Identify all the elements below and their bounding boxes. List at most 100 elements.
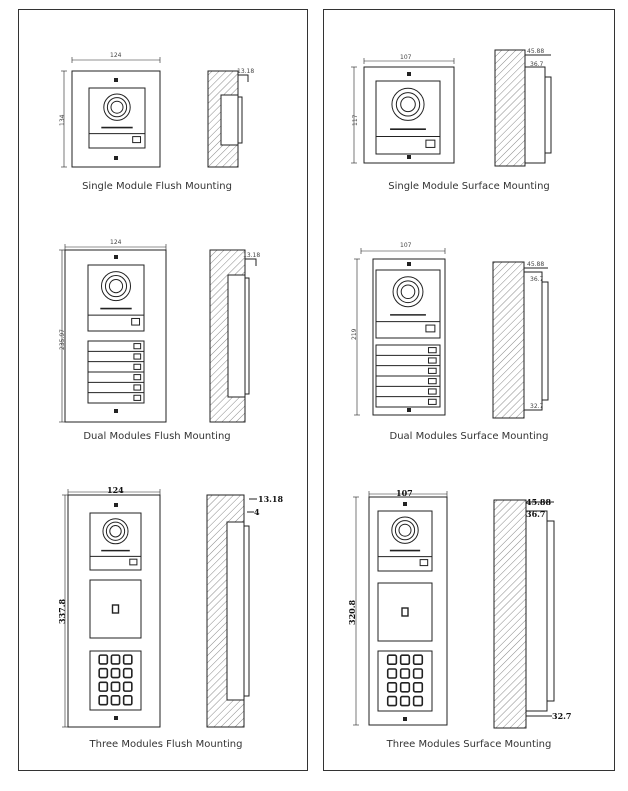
three-flush-key xyxy=(98,695,109,706)
caption-three-surface: Three Modules Surface Mounting xyxy=(386,739,552,750)
three-surface-key xyxy=(399,695,411,707)
dual-surface-name-button xyxy=(427,347,437,354)
three-surface-screw-top xyxy=(403,502,407,506)
three-surface-key xyxy=(386,668,398,679)
three-surface-card-icon xyxy=(401,607,409,617)
single-surface-side-body xyxy=(524,66,546,164)
dim-single-flush-width: 124 xyxy=(110,52,122,59)
three-flush-camera-module xyxy=(89,512,142,571)
three-flush-screw-top xyxy=(114,503,118,507)
single-flush-camera-ring-outer xyxy=(103,93,131,121)
three-surface-key xyxy=(412,654,424,666)
three-flush-key xyxy=(110,654,121,665)
three-surface-keypad-module xyxy=(377,650,433,712)
single-flush-frame xyxy=(71,70,161,168)
dual-flush-camera-module xyxy=(87,264,145,332)
panel-flush-mounting xyxy=(18,9,308,771)
dual-flush-call-button xyxy=(131,317,141,326)
three-flush-camera-lens xyxy=(109,525,122,538)
dual-surface-name-button xyxy=(427,357,437,364)
dual-surface-camera-ring-inner xyxy=(396,280,420,304)
three-flush-screw-bottom xyxy=(114,716,118,720)
three-surface-camera-ring-inner xyxy=(394,520,416,541)
three-flush-key xyxy=(110,667,121,679)
dim-three-surface-bottom: 32.7 xyxy=(552,711,572,721)
dual-flush-frame xyxy=(64,249,167,423)
three-surface-camera-module xyxy=(377,510,433,572)
three-surface-call-button xyxy=(419,559,429,567)
dim-single-surface-height: 117 xyxy=(352,114,359,126)
three-surface-key xyxy=(399,681,411,693)
dim-three-flush-height: 337.8 xyxy=(57,598,67,624)
dual-surface-name-button xyxy=(427,378,437,385)
single-surface-screw-top xyxy=(407,72,411,76)
dual-flush-camera-lens xyxy=(108,279,124,294)
dual-surface-name-button xyxy=(427,388,437,395)
dim-three-flush-depth: 13.18 xyxy=(258,494,284,504)
dual-surface-camera-lens xyxy=(400,284,416,300)
three-surface-camera-ring-outer xyxy=(391,516,419,544)
dual-flush-name-button xyxy=(133,384,142,391)
dual-surface-screw-top xyxy=(407,262,411,266)
dual-flush-name-button xyxy=(133,343,142,350)
dim-dual-surface-depth: 45.88 xyxy=(527,261,545,268)
dual-surface-name-button xyxy=(427,398,437,405)
three-flush-camera-ring-inner xyxy=(105,521,126,541)
three-surface-card-module xyxy=(377,582,433,642)
dual-flush-screw-bottom xyxy=(114,409,118,413)
three-flush-camera-ring-outer xyxy=(102,518,129,545)
dual-flush-side-face xyxy=(244,277,250,395)
dim-three-flush-depth2: 4 xyxy=(254,507,260,517)
single-surface-screw-bottom xyxy=(407,155,411,159)
single-flush-camera-ring-inner xyxy=(106,97,128,118)
three-flush-key xyxy=(110,695,121,706)
three-flush-side-recess xyxy=(226,521,245,701)
three-flush-key xyxy=(98,681,109,692)
three-flush-call-button xyxy=(129,558,138,566)
single-flush-camera-lens xyxy=(110,100,124,114)
single-surface-camera-ring-outer xyxy=(391,87,425,121)
caption-single-surface: Single Module Surface Mounting xyxy=(388,181,550,192)
dim-three-surface-depth: 45.88 xyxy=(526,497,552,507)
single-surface-camera-module xyxy=(375,80,441,155)
dual-flush-depth-line xyxy=(245,258,257,266)
three-flush-card-icon xyxy=(111,604,120,614)
three-surface-key xyxy=(399,668,411,679)
single-surface-frame xyxy=(363,66,455,164)
caption-dual-flush: Dual Modules Flush Mounting xyxy=(83,431,231,442)
single-flush-screw-top xyxy=(114,78,118,82)
dim-three-surface-width: 107 xyxy=(396,488,413,498)
dim-single-surface-depth: 45.88 xyxy=(527,48,545,55)
caption-dual-surface: Dual Modules Surface Mounting xyxy=(389,431,549,442)
dual-surface-wall xyxy=(492,261,525,419)
three-flush-key xyxy=(110,681,121,692)
dual-flush-name-button xyxy=(133,374,142,381)
dual-flush-name-button xyxy=(133,363,142,370)
single-flush-side-recess xyxy=(220,94,239,146)
three-flush-keypad-module xyxy=(89,650,142,711)
three-surface-wall xyxy=(493,499,527,729)
single-surface-camera-ring-inner xyxy=(395,92,421,117)
dim-three-surface-depth2: 36.7 xyxy=(526,509,546,519)
dual-flush-camera-ring-inner xyxy=(104,275,128,298)
three-surface-key xyxy=(399,654,411,666)
dim-three-surface-height: 320.8 xyxy=(347,599,357,625)
single-surface-wall xyxy=(494,49,526,167)
dual-surface-camera-ring-outer xyxy=(392,276,424,308)
three-surface-camera-lens xyxy=(398,523,412,537)
three-surface-frame xyxy=(368,496,448,726)
three-surface-key xyxy=(386,654,398,666)
three-flush-key xyxy=(122,654,133,665)
dim-dual-surface-bottom: 32.7 xyxy=(530,403,544,410)
dim-dual-surface-width: 107 xyxy=(400,242,412,249)
single-flush-call-button xyxy=(132,136,142,144)
single-flush-depth-line xyxy=(238,74,249,82)
dual-flush-side-recess xyxy=(227,274,246,398)
dim-single-flush-height: 134 xyxy=(59,114,66,126)
dim-dual-surface-depth2: 36.7 xyxy=(530,276,544,283)
dim-single-surface-depth2: 36.7 xyxy=(530,61,544,68)
three-surface-side-body xyxy=(525,510,548,712)
three-flush-key xyxy=(98,654,109,665)
dual-surface-side-face xyxy=(541,281,549,401)
